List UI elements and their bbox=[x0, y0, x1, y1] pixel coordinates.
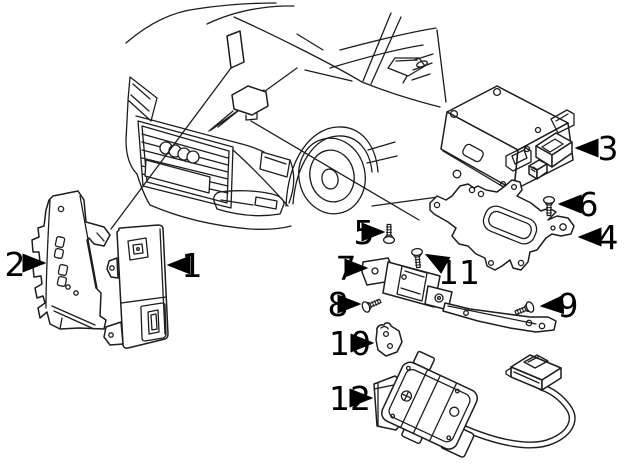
callouts: 1 2 3 4 5 6 7 8 bbox=[5, 129, 619, 418]
part-12-unit-with-cable bbox=[373, 350, 576, 458]
part-3-main-connector bbox=[535, 132, 573, 168]
part-10-small-bracket bbox=[375, 322, 403, 357]
part-3-control-unit bbox=[440, 85, 575, 193]
part-2-mounting-bracket bbox=[31, 190, 111, 330]
front-wheel bbox=[285, 126, 379, 215]
callout-11-label: 11 bbox=[438, 253, 480, 292]
callout-10-label: 10 bbox=[329, 324, 371, 363]
license-plate bbox=[144, 159, 211, 194]
callout-8-label: 8 bbox=[328, 285, 349, 324]
callout-7-label: 7 bbox=[336, 249, 357, 288]
callout-2-label: 2 bbox=[5, 245, 26, 284]
callout-12-label: 12 bbox=[329, 379, 371, 418]
grille bbox=[137, 120, 234, 209]
hood-component-location-b bbox=[231, 85, 269, 116]
callout-10: 10 bbox=[329, 324, 375, 363]
callout-1-label: 1 bbox=[182, 246, 203, 285]
callout-5: 5 bbox=[354, 213, 386, 252]
side-mirror bbox=[387, 57, 426, 84]
car-front-illustration bbox=[110, 2, 447, 231]
callout-12: 12 bbox=[329, 379, 374, 418]
part-4-mounting-plate bbox=[429, 179, 575, 271]
leader-line-right bbox=[250, 120, 420, 221]
callout-2: 2 bbox=[5, 245, 47, 284]
part-1-control-module bbox=[103, 224, 169, 349]
callout-9: 9 bbox=[539, 286, 579, 325]
callout-3-label: 3 bbox=[598, 129, 619, 168]
callout-4-label: 4 bbox=[598, 218, 619, 257]
callout-4: 4 bbox=[577, 218, 619, 257]
part-8-screw bbox=[360, 295, 384, 314]
callout-7: 7 bbox=[336, 249, 369, 288]
hood-component-location-a bbox=[226, 30, 245, 69]
callout-11: 11 bbox=[424, 253, 480, 292]
part-5-screw bbox=[382, 223, 396, 245]
leader-line-left bbox=[110, 67, 232, 230]
callout-8: 8 bbox=[328, 285, 362, 324]
part-11-screw bbox=[410, 247, 425, 269]
cable-connector bbox=[505, 354, 562, 391]
part-3-small-connector bbox=[528, 159, 548, 180]
bumper-intake bbox=[213, 190, 285, 217]
callout-5-label: 5 bbox=[354, 213, 375, 252]
callout-6: 6 bbox=[557, 185, 599, 224]
callout-6-label: 6 bbox=[578, 185, 599, 224]
callout-9-label: 9 bbox=[558, 286, 579, 325]
callout-1: 1 bbox=[166, 246, 203, 285]
callout-3: 3 bbox=[574, 129, 619, 168]
left-headlight bbox=[127, 76, 158, 122]
